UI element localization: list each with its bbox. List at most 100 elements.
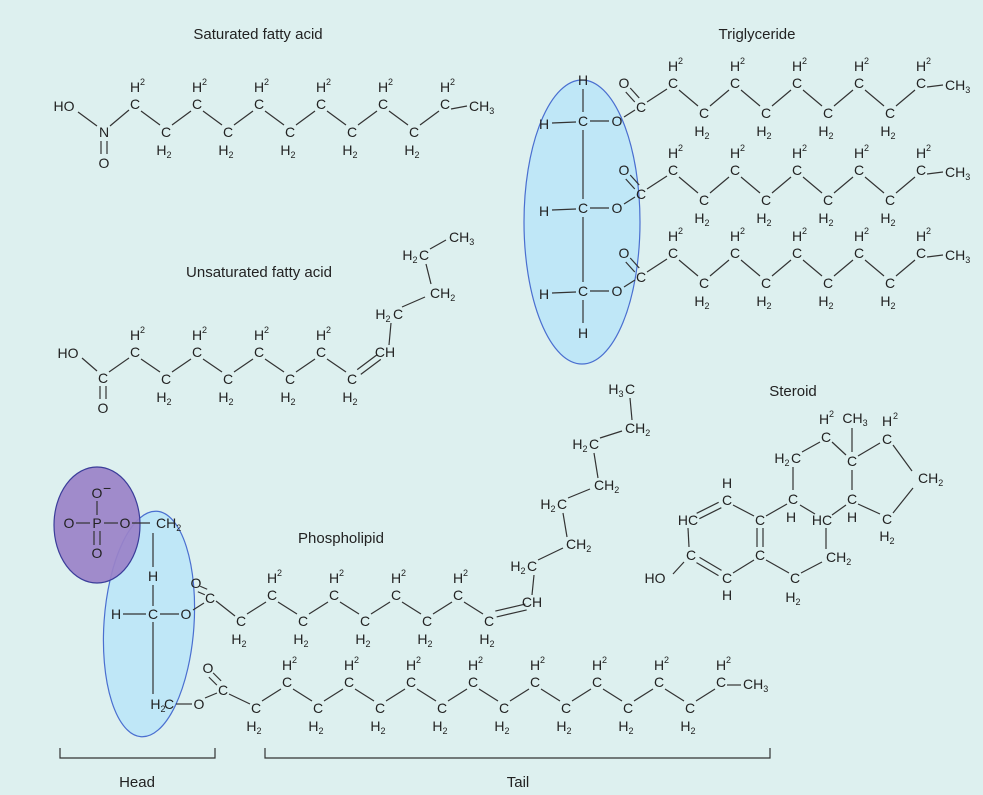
atom-label: C [161, 371, 171, 387]
atom-subscript: 2 [864, 226, 869, 236]
atom-subscript: 2 [891, 301, 896, 311]
bond-11 [388, 110, 409, 126]
atom-label: H [316, 79, 326, 95]
atom-label: H [847, 509, 857, 525]
bond-115 [208, 676, 218, 686]
bond-95 [199, 585, 208, 590]
atom-label: C [686, 547, 696, 563]
atom-label: C [223, 124, 233, 140]
atom-subscript: 2 [864, 143, 869, 153]
bond-76 [833, 259, 854, 277]
atom-subscript: 2 [740, 143, 745, 153]
atom-label: C [761, 192, 771, 208]
bond-117 [261, 688, 282, 702]
atom-label: C [792, 75, 802, 91]
atom-subscript: 2 [450, 77, 455, 87]
atom-label: C [592, 674, 602, 690]
atom-label: C [589, 436, 599, 452]
atom-label: O [181, 606, 192, 622]
atom-subscript: 2 [767, 131, 772, 141]
atom-label: H [792, 145, 802, 161]
atom-subscript: 2 [176, 523, 181, 533]
atom-label: HC [678, 512, 698, 528]
atom-label: HO [58, 345, 79, 361]
atom-subscript: 2 [291, 150, 296, 160]
atom-label: C [722, 492, 732, 508]
atom-subscript: 2 [354, 655, 359, 665]
bond-103 [463, 601, 484, 615]
atom-subscript: 2 [740, 226, 745, 236]
atom-label: H [819, 411, 829, 427]
atom-label: H [539, 286, 549, 302]
bond-23 [295, 358, 316, 373]
atom-label: O [612, 200, 623, 216]
atom-label: C [722, 570, 732, 586]
atom-label: C [316, 96, 326, 112]
atom-subscript: 2 [846, 557, 851, 567]
atom-label: H [378, 79, 388, 95]
atom-subscript: 2 [802, 56, 807, 66]
atom-label: C [761, 105, 771, 121]
atom-subscript: 2 [229, 397, 234, 407]
atom-label: C [313, 700, 323, 716]
atom-label: CH3 [743, 676, 768, 694]
bond-151 [831, 441, 847, 456]
atom-subscript: 2 [140, 325, 145, 335]
triglyceride-title: Triglyceride [719, 26, 796, 43]
bond-61 [802, 176, 823, 194]
atom-label: C [791, 450, 801, 466]
atom-label: CH3 [945, 164, 970, 182]
atom-subscript: 2 [802, 143, 807, 153]
atom-label: C [254, 96, 264, 112]
atom-label: C [316, 344, 326, 360]
head-bracket [59, 748, 216, 759]
atom-label: C [468, 674, 478, 690]
atom-subscript: 2 [705, 131, 710, 141]
atom-label: H [716, 657, 726, 673]
atom-label: C [761, 275, 771, 291]
bond-93 [192, 602, 205, 611]
atom-label: C [161, 124, 171, 140]
atom-label: C [854, 162, 864, 178]
atom-label: C [668, 245, 678, 261]
atom-label: C [409, 124, 419, 140]
bond-101 [401, 601, 422, 615]
atom-label: C [298, 613, 308, 629]
atom-subscript: 2 [521, 566, 526, 576]
bond-111 [593, 452, 599, 479]
bond-70 [629, 257, 640, 269]
bond-112 [599, 430, 623, 439]
atom-label: C [205, 590, 215, 606]
bond-107 [531, 574, 535, 596]
atom-subscript: 2 [353, 150, 358, 160]
bond-134 [696, 501, 719, 514]
atom-label: P [92, 515, 101, 531]
atom-label: C [285, 371, 295, 387]
bond-137 [687, 527, 690, 548]
atom-label: CH2 [430, 285, 455, 303]
atom-subscript: 2 [443, 726, 448, 736]
bond-105 [496, 609, 527, 618]
atom-label: C [557, 496, 567, 512]
atom-label: O [612, 283, 623, 299]
atom-subscript: 2 [829, 409, 834, 419]
atom-label: C [636, 269, 646, 285]
bond-100 [370, 601, 391, 615]
atom-label: C [625, 381, 635, 397]
atom-label: H [654, 657, 664, 673]
atom-label: H [730, 228, 740, 244]
bond-154 [831, 504, 847, 516]
atom-subscript: 2 [202, 77, 207, 87]
atom-label: C [821, 429, 831, 445]
atom-subscript: 2 [602, 655, 607, 665]
bond-138 [696, 562, 719, 577]
atom-label: H [668, 58, 678, 74]
bond-30 [425, 263, 432, 285]
atom-label: O [203, 660, 214, 676]
atom-subscript: 2 [629, 726, 634, 736]
atom-subscript: 2 [415, 150, 420, 160]
atom-label: C [823, 275, 833, 291]
atom-label: C [623, 700, 633, 716]
atom-subscript: 2 [450, 293, 455, 303]
